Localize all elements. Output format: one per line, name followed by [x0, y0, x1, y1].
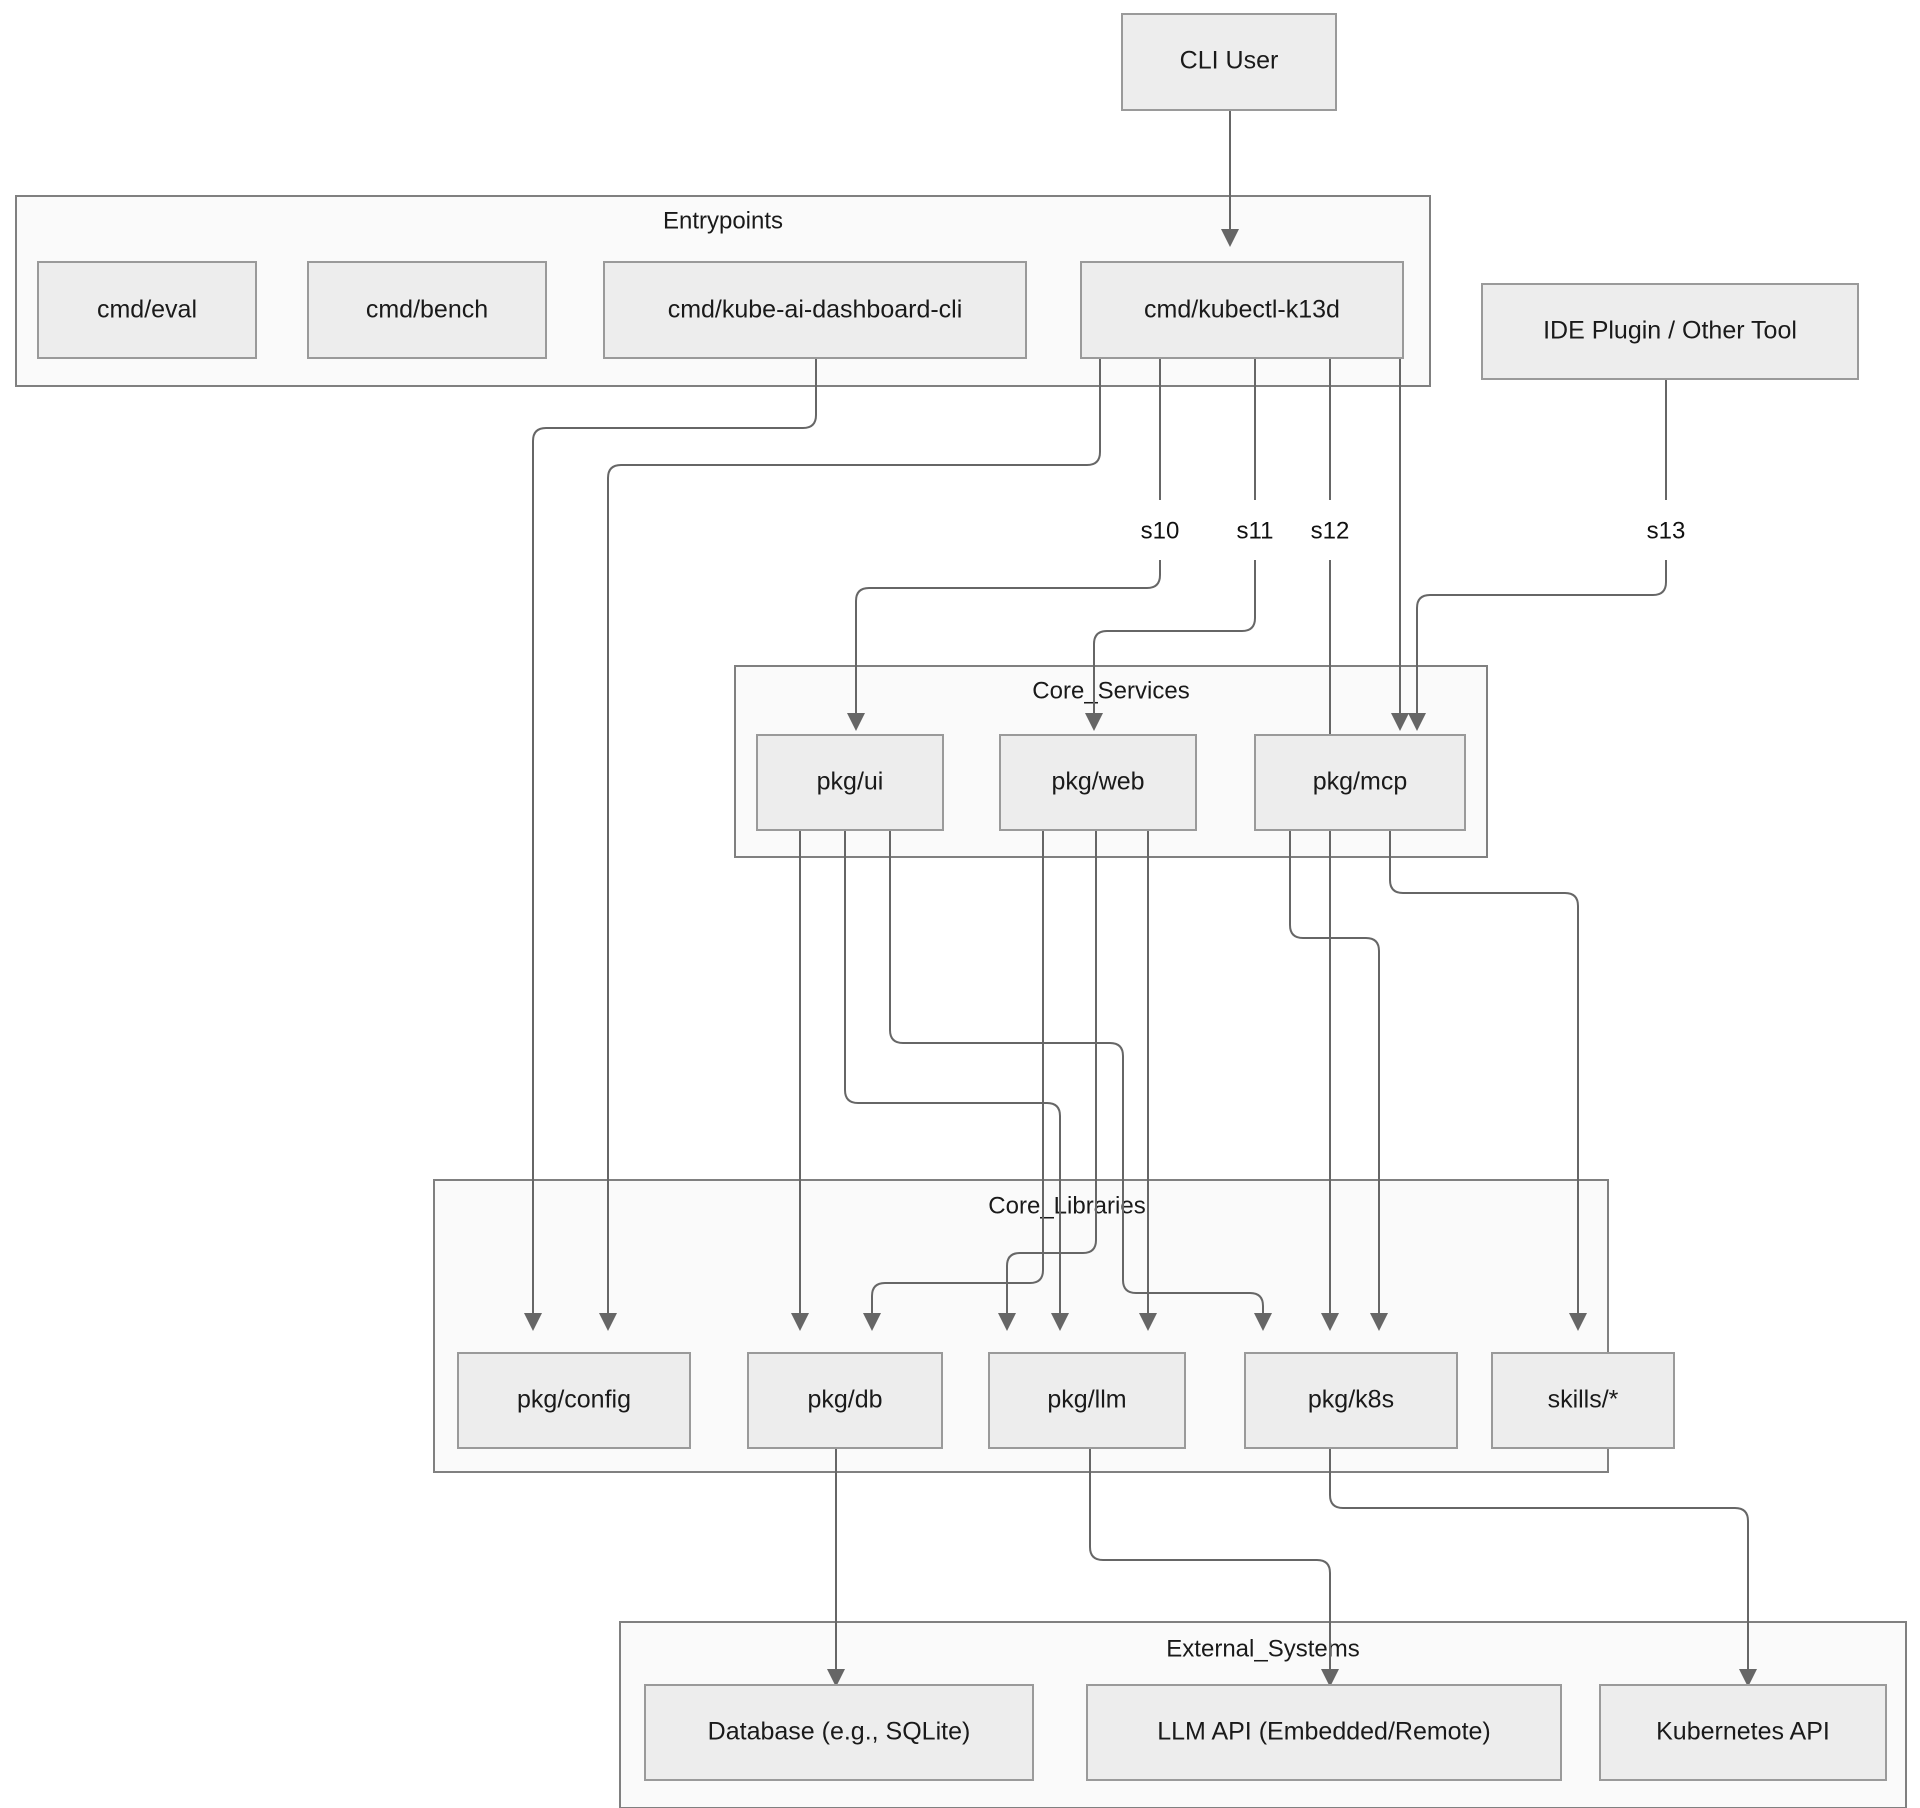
edge-label-layer: s10 s11 s12 s13	[1141, 517, 1686, 544]
edge-kubectl-to-pkg-config	[599, 310, 1101, 1331]
node-pkg-config[interactable]: pkg/config	[457, 1352, 691, 1449]
node-cmd-eval[interactable]: cmd/eval	[37, 261, 257, 359]
node-pkg-ui-label: pkg/ui	[817, 768, 884, 796]
cluster-entrypoints-label: Entrypoints	[663, 207, 783, 234]
edge-pkg-ui-to-pkg-k8s	[889, 830, 1272, 1331]
node-pkg-llm-label: pkg/llm	[1047, 1386, 1126, 1414]
node-pkg-config-label: pkg/config	[517, 1386, 631, 1414]
node-pkg-db-label: pkg/db	[807, 1386, 882, 1414]
node-pkg-mcp[interactable]: pkg/mcp	[1254, 734, 1466, 831]
edge-ide-plugin-to-pkg-mcp	[1417, 378, 1667, 728]
node-cmd-kube-ai-dashboard-cli[interactable]: cmd/kube-ai-dashboard-cli	[603, 261, 1027, 359]
node-database[interactable]: Database (e.g., SQLite)	[644, 1684, 1034, 1781]
edge-pkg-llm-to-llm-api	[1089, 1448, 1339, 1687]
edge-label-s12: s12	[1311, 517, 1350, 544]
cluster-core-libraries-label: Core_Libraries	[988, 1192, 1145, 1219]
edge-label-s11: s11	[1237, 517, 1274, 544]
edge-dashboard-to-pkg-config	[524, 310, 817, 1331]
node-cli-user-label: CLI User	[1180, 47, 1279, 75]
node-pkg-ui[interactable]: pkg/ui	[756, 734, 944, 831]
node-ide-plugin-label: IDE Plugin / Other Tool	[1543, 317, 1797, 345]
edge-pkg-k8s-to-kubernetes-api	[1329, 1448, 1757, 1687]
node-kubernetes-api[interactable]: Kubernetes API	[1599, 1684, 1887, 1781]
node-llm-api-label: LLM API (Embedded/Remote)	[1157, 1718, 1491, 1746]
cluster-core-services-label: Core_Services	[1032, 677, 1189, 704]
node-cmd-kubectl-k13d[interactable]: cmd/kubectl-k13d	[1080, 261, 1404, 359]
node-cmd-eval-label: cmd/eval	[97, 296, 197, 324]
edge-label-s10: s10	[1141, 517, 1180, 544]
node-pkg-web-label: pkg/web	[1051, 768, 1144, 796]
node-pkg-db[interactable]: pkg/db	[747, 1352, 943, 1449]
node-kubernetes-api-label: Kubernetes API	[1656, 1718, 1830, 1746]
cluster-external-systems-label: External_Systems	[1166, 1635, 1359, 1662]
edge-pkg-mcp-to-skills	[1389, 830, 1587, 1331]
node-cmd-bench-label: cmd/bench	[366, 296, 488, 324]
edge-label-s13: s13	[1647, 517, 1686, 544]
node-cmd-bench[interactable]: cmd/bench	[307, 261, 547, 359]
edge-pkg-mcp-to-pkg-k8s	[1289, 830, 1388, 1331]
edge-pkg-ui-to-pkg-llm	[844, 830, 1069, 1331]
node-cli-user[interactable]: CLI User	[1121, 13, 1337, 111]
node-database-label: Database (e.g., SQLite)	[708, 1718, 971, 1746]
node-ide-plugin[interactable]: IDE Plugin / Other Tool	[1481, 283, 1859, 380]
node-llm-api[interactable]: LLM API (Embedded/Remote)	[1086, 1684, 1562, 1781]
node-skills-label: skills/*	[1548, 1386, 1619, 1414]
node-cmd-kubectl-k13d-label: cmd/kubectl-k13d	[1144, 296, 1340, 324]
node-skills[interactable]: skills/*	[1491, 1352, 1675, 1449]
edge-pkg-web-to-pkg-llm	[998, 830, 1097, 1331]
node-pkg-k8s-label: pkg/k8s	[1308, 1386, 1394, 1414]
node-pkg-llm[interactable]: pkg/llm	[988, 1352, 1186, 1449]
node-pkg-web[interactable]: pkg/web	[999, 734, 1197, 831]
node-pkg-k8s[interactable]: pkg/k8s	[1244, 1352, 1458, 1449]
node-cmd-kube-ai-dashboard-cli-label: cmd/kube-ai-dashboard-cli	[668, 296, 963, 324]
node-pkg-mcp-label: pkg/mcp	[1313, 768, 1407, 796]
edge-pkg-web-to-pkg-db	[863, 830, 1044, 1331]
